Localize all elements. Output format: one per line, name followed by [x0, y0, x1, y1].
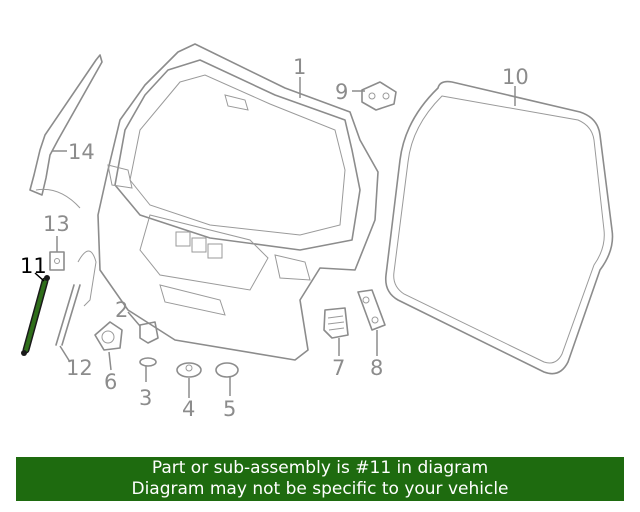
- latch-drawing: [323, 307, 349, 339]
- callout-4: 4: [182, 397, 195, 421]
- strut-highlight: [24, 279, 47, 352]
- callout-10: 10: [502, 65, 529, 89]
- banner-line-2: Diagram may not be specific to your vehi…: [131, 479, 509, 499]
- bumper-drawing: [139, 321, 159, 344]
- callout-11: 11: [20, 254, 47, 278]
- callout-6: 6: [104, 370, 117, 394]
- callout-7: 7: [332, 356, 345, 380]
- leader-lines: [34, 77, 516, 398]
- callout-8: 8: [370, 356, 383, 380]
- banner-line-1: Part or sub-assembly is #11 in diagram: [151, 458, 489, 478]
- bracket-drawing: [49, 251, 65, 271]
- parts-diagram: 1 9 10 14 13 11 12 2 6 3 4 5 7 8: [20, 43, 614, 421]
- liftgate-drawing: [97, 43, 379, 361]
- callout-13: 13: [43, 212, 70, 236]
- striker-drawing: [357, 289, 386, 331]
- weatherstrip-drawing: [384, 80, 614, 375]
- callout-14: 14: [68, 140, 95, 164]
- hinge-drawing: [361, 81, 397, 111]
- callout-12: 12: [66, 356, 93, 380]
- wiring-strut-drawing: [55, 250, 97, 346]
- callout-9: 9: [335, 80, 348, 104]
- callout-3: 3: [139, 386, 152, 410]
- cap-drawing: [215, 362, 239, 378]
- callout-1: 1: [293, 55, 306, 79]
- callout-2: 2: [115, 298, 128, 322]
- wiper-arm-drawing: [29, 54, 103, 209]
- plug-drawing: [139, 357, 157, 367]
- grommet-drawing: [176, 362, 202, 378]
- info-banner: Part or sub-assembly is #11 in diagram D…: [16, 457, 624, 501]
- callout-5: 5: [223, 397, 236, 421]
- motor-drawing: [94, 321, 123, 351]
- gas-strut-drawing: [21, 275, 50, 356]
